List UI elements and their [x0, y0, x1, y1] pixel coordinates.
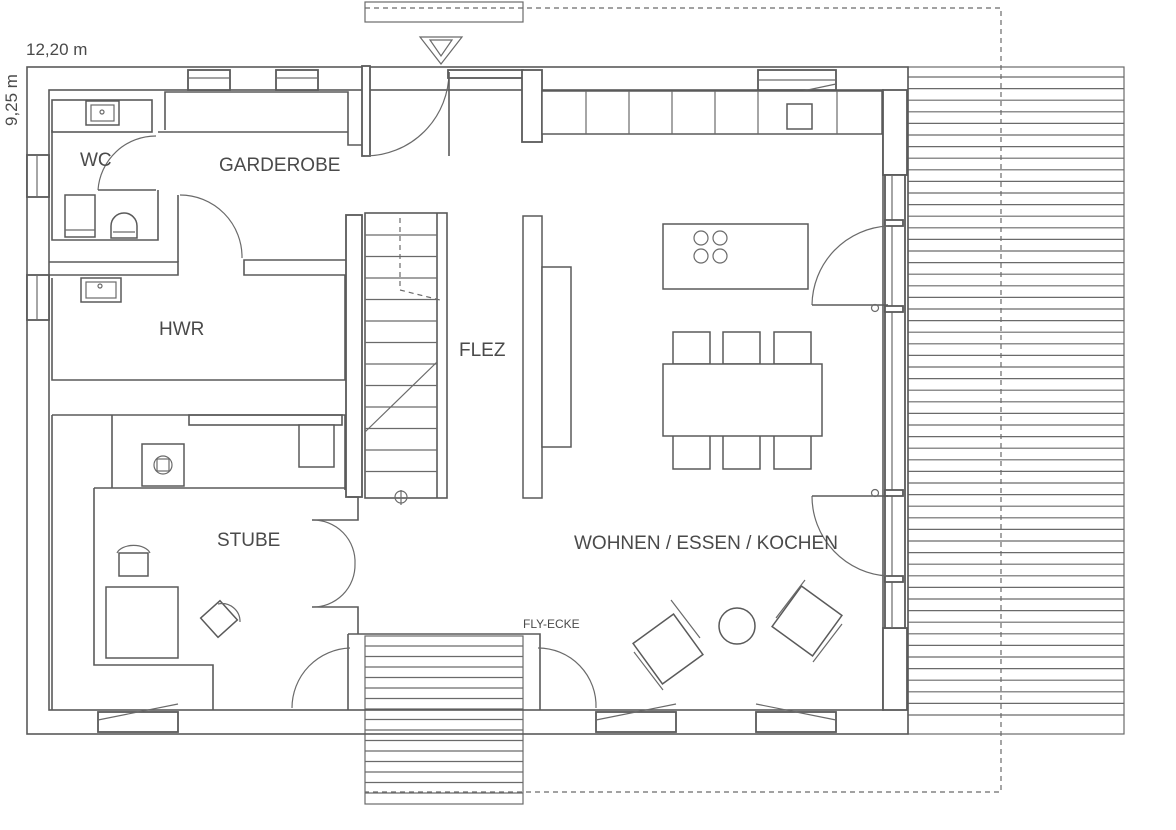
room-label-wohnen: WOHNEN / ESSEN / KOCHEN — [574, 533, 838, 554]
entrance-steps — [364, 635, 524, 805]
depth-dimension: 9,25 m — [2, 74, 21, 126]
partition-wall — [522, 215, 572, 499]
dining-table — [662, 331, 823, 470]
staircase — [364, 212, 448, 505]
entrance-canopy — [364, 1, 524, 65]
roof-outline — [365, 7, 1002, 793]
kitchen-counter — [541, 90, 883, 135]
lounge-chairs — [632, 579, 843, 691]
room-label-fly-ecke: FLY-ECKE — [523, 617, 580, 631]
wc-fixtures — [64, 100, 138, 239]
kitchen-island — [662, 223, 809, 290]
labels: 12,20 m 9,25 m WC GARDEROBE HWR FLEZ STU… — [2, 40, 838, 631]
room-label-hwr: HWR — [159, 319, 204, 340]
terrace-doors — [811, 174, 906, 629]
windows-left — [26, 154, 50, 321]
entrance-door — [361, 65, 524, 157]
width-dimension: 12,20 m — [26, 40, 87, 59]
windows-bottom — [97, 703, 837, 733]
terrace — [907, 66, 1125, 735]
room-label-stube: STUBE — [217, 530, 280, 551]
stube-furniture — [105, 424, 335, 659]
outer-walls — [26, 66, 909, 735]
room-label-flez: FLEZ — [459, 340, 506, 361]
room-label-wc: WC — [80, 150, 112, 171]
hwr-sink — [80, 277, 122, 303]
room-label-garderobe: GARDEROBE — [219, 155, 340, 176]
windows-top — [187, 69, 837, 101]
interior-doors — [97, 135, 597, 709]
